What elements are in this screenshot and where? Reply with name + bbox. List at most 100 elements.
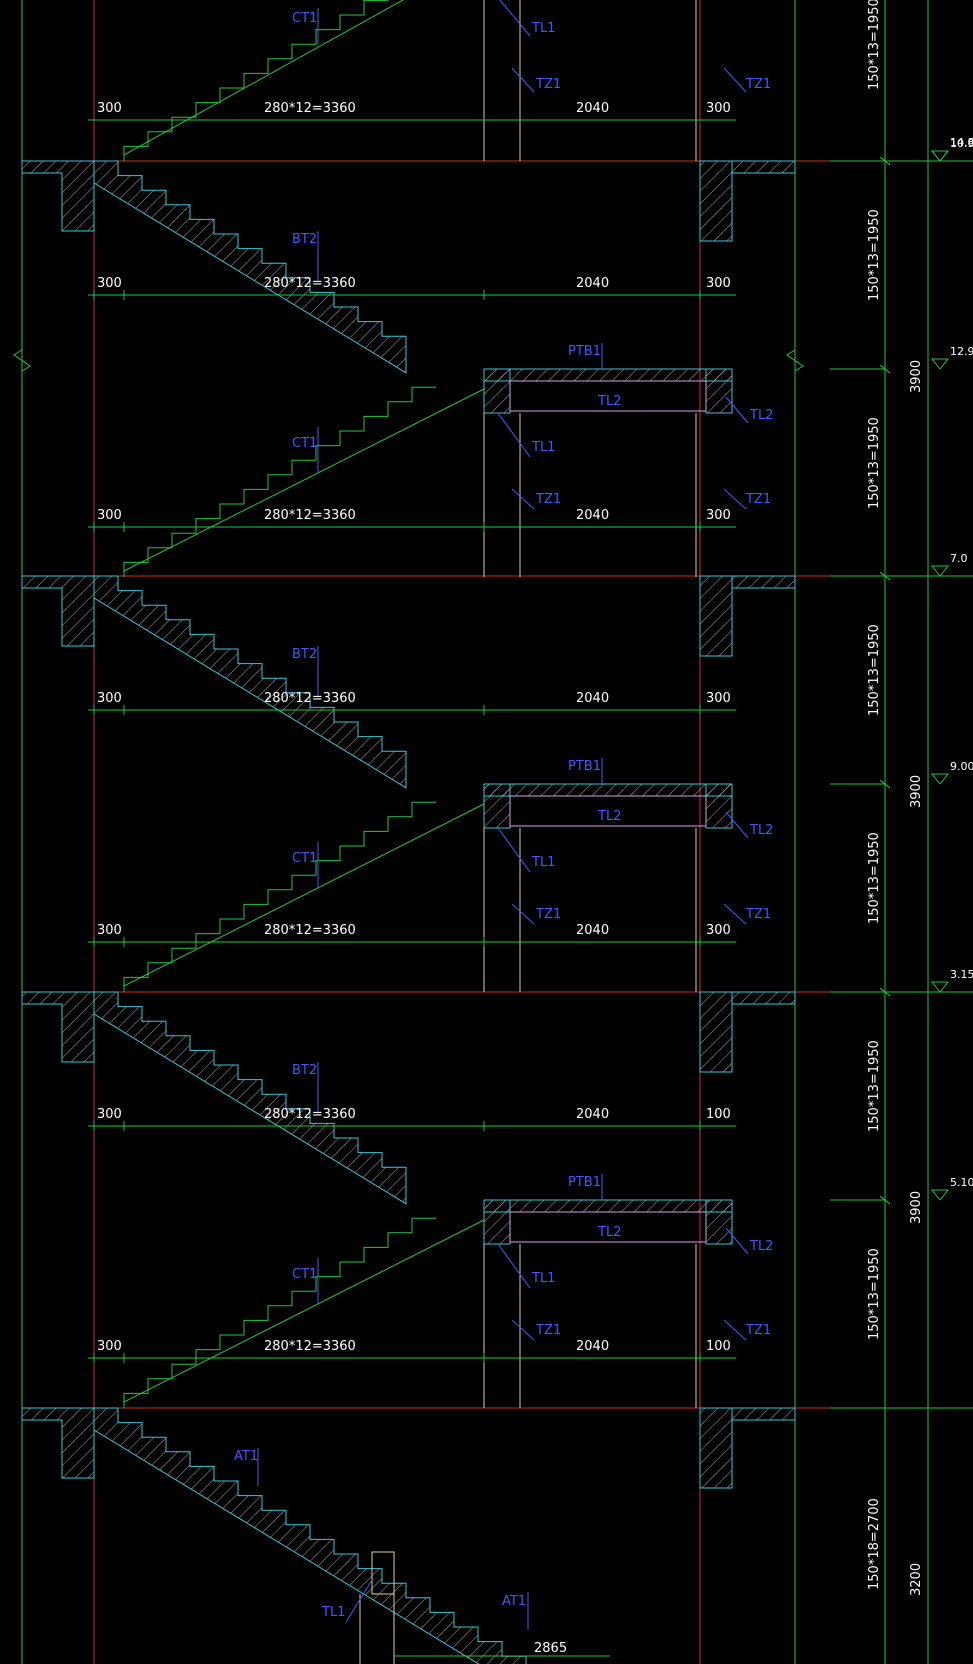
top-dim-300: 300 [97, 101, 122, 116]
platform-beam-left-2 [483, 368, 511, 414]
leader-column-left [511, 1319, 535, 1341]
column-label-left: TZ1 [535, 1323, 561, 1338]
upper-flight-hatched-1 [93, 575, 407, 789]
elevation-marker [930, 981, 950, 993]
storey-height-text: 3900 [909, 1191, 924, 1224]
top-beam-label: TL1 [531, 21, 555, 36]
top-column-leader-right [723, 67, 747, 93]
dim-text-300: 300 [97, 276, 122, 291]
lower-flight-steps-1 [123, 801, 436, 992]
leader-beam-left [497, 827, 531, 873]
flight-label-lower: CT1 [292, 1267, 317, 1282]
dimension-lines [88, 0, 950, 1664]
ground-rise-text: 150*18=2700 [867, 1498, 882, 1590]
platform-beam-right-0 [705, 1199, 733, 1245]
elevation-text: 3.15 [950, 968, 973, 981]
left-landing-slab-2 [21, 575, 95, 647]
break-symbol-right [786, 349, 804, 372]
leader-column-left [511, 903, 535, 925]
elevation-marker-top [930, 150, 950, 162]
top-dim-run: 280*12=3360 [264, 101, 356, 116]
platform-beam-right-2 [705, 368, 733, 414]
axis-lines [13, 0, 973, 1664]
leader-column-right [723, 488, 747, 510]
leader-beam-right [725, 811, 749, 839]
platform-slab-2 [483, 368, 733, 382]
right-slab-3 [731, 160, 796, 174]
dim-text-2040: 2040 [576, 691, 609, 706]
elevation-marker [930, 358, 950, 370]
rise-tick-1-0 [879, 571, 891, 581]
lower-flight-slope-0 [123, 1219, 485, 1403]
elevation-marker [930, 1189, 950, 1201]
right-wall-section-3 [699, 160, 733, 242]
platform-beam-box-2 [509, 380, 707, 412]
lower-flight-slope-2 [123, 388, 485, 572]
beam-label-mid: TL2 [597, 1225, 621, 1240]
platform-beam-box-1 [509, 795, 707, 827]
annotations: 300 280*12=3360 2040 100 300 280*12=3360 2040 1… [97, 0, 973, 1656]
dim-text-run: 280*12=3360 [264, 1339, 356, 1354]
elevation-text: 9.00 [950, 760, 973, 773]
beam-label-left: TL1 [531, 855, 555, 870]
leader-column-right [723, 1319, 747, 1341]
elevation-text: 12.90 [950, 345, 973, 358]
elevation-text-top: 14.85 [950, 136, 973, 149]
dim-text-run: 280*12=3360 [264, 923, 356, 938]
top-dim-2040: 2040 [576, 101, 609, 116]
beam-label-right: TL2 [749, 823, 773, 838]
left-landing-slab-3 [21, 160, 95, 232]
top-partial-flight [123, 0, 389, 161]
dim-text-run: 280*12=3360 [264, 276, 356, 291]
dim-text-300: 300 [97, 691, 122, 706]
column-label-right: TZ1 [745, 1323, 771, 1338]
storey-height-text: 3900 [909, 360, 924, 393]
column-label-right: TZ1 [745, 492, 771, 507]
platform-beam-right-1 [705, 783, 733, 829]
rise-tick-0-0 [879, 987, 891, 997]
ground-height-text: 3200 [909, 1563, 924, 1596]
top-dim-end: 300 [706, 101, 731, 116]
rise-text-upper: 150*13=1950 [867, 624, 882, 716]
flight-label-upper: BT2 [292, 232, 317, 247]
dim-text-end: 300 [706, 923, 731, 938]
leader-column-left [511, 488, 535, 510]
dim-text-run: 280*12=3360 [264, 1107, 356, 1122]
column-label-right: TZ1 [745, 907, 771, 922]
storey-height-text: 3900 [909, 775, 924, 808]
ground-flight-hatched [93, 1407, 527, 1664]
elevation-marker [930, 773, 950, 785]
upper-flight-hatched-2 [93, 160, 407, 374]
right-slab-2 [731, 575, 796, 589]
rise-text-upper: 150*13=1950 [867, 1040, 882, 1132]
dim-text-2040: 2040 [576, 276, 609, 291]
dim-text-300: 300 [97, 923, 122, 938]
elevation-marker [930, 150, 950, 162]
lower-flight-slope-1 [123, 803, 485, 987]
beam-label-left: TL1 [531, 440, 555, 455]
dim-text-end: 100 [706, 1339, 731, 1354]
ground-span-text: 2865 [534, 1641, 567, 1656]
elevation-marker [930, 565, 950, 577]
elevation-text: 10.95 [950, 137, 973, 150]
flight-label-upper: BT2 [292, 1063, 317, 1078]
platform-label: PTB1 [568, 759, 601, 774]
top-column-label-right: TZ1 [745, 77, 771, 92]
beam-label-mid: TL2 [597, 809, 621, 824]
leader-beam-right [725, 1227, 749, 1255]
flight-label-upper: BT2 [292, 647, 317, 662]
right-wall-section-2 [699, 575, 733, 657]
top-flight-label: CT1 [292, 11, 317, 26]
flight-label-lower: CT1 [292, 851, 317, 866]
lower-flight-steps-2 [123, 386, 436, 577]
leader-column-right [723, 903, 747, 925]
elevation-text: 5.10 [950, 1176, 973, 1189]
upper-flight-hatched-0 [93, 991, 407, 1205]
beam-label-left: TL1 [531, 1271, 555, 1286]
lower-flight-steps-0 [123, 1217, 436, 1408]
dim-text-2040: 2040 [576, 1107, 609, 1122]
leader-beam-left [497, 412, 531, 458]
rise-text-upper: 150*13=1950 [867, 209, 882, 301]
top-column-label-left: TZ1 [535, 77, 561, 92]
